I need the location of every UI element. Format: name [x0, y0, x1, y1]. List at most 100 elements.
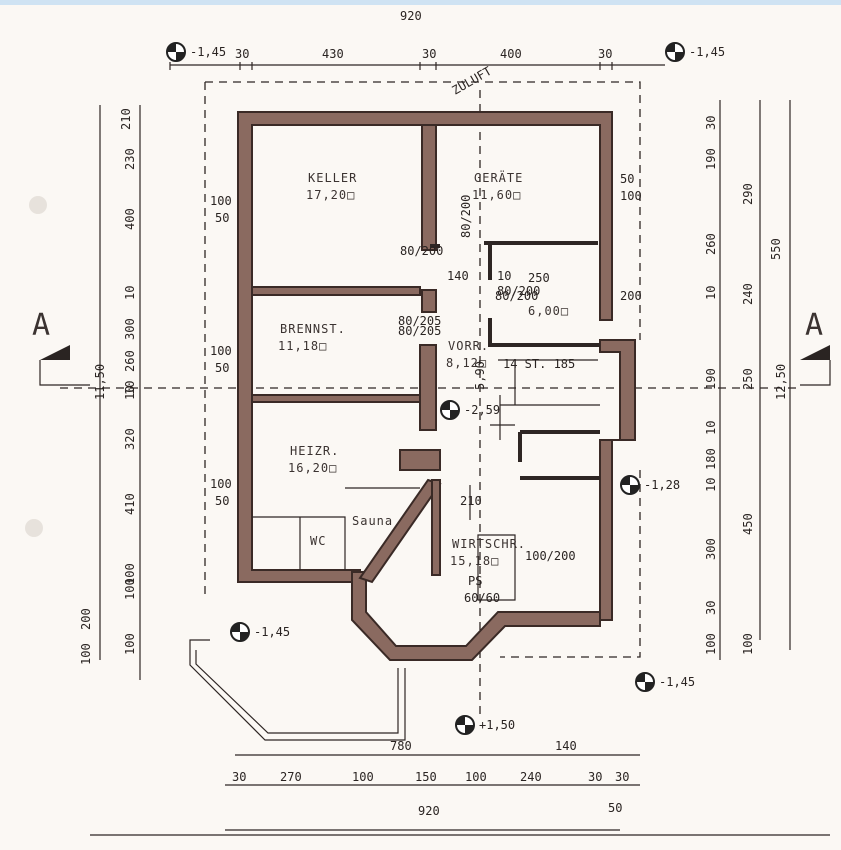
interior-wall [421, 289, 437, 313]
outline-dashed [205, 81, 641, 658]
level-marker-icon [167, 43, 185, 61]
dimension-left: 210 [119, 108, 133, 130]
dimension-top: 30 [598, 47, 612, 61]
dim-lines-bottom [90, 754, 830, 836]
dimension-left: 410 [123, 493, 137, 515]
annotation: PS [468, 574, 482, 588]
level-value: -1,45 [689, 45, 725, 59]
dimension-right: 30 [704, 601, 718, 615]
room-area: 8,12□ [446, 356, 487, 370]
dimension-bottom: 240 [520, 770, 542, 784]
dimension-right: 12,50 [774, 364, 788, 400]
dimension-top: 30 [422, 47, 436, 61]
dimension-bottom: 780 [390, 739, 412, 753]
section-label-left: A [32, 308, 51, 343]
level-marker-icon [621, 476, 639, 494]
dimension-left: 100 [210, 344, 232, 358]
stairs [498, 359, 598, 405]
level-value: -1,45 [254, 625, 290, 639]
room-name: KELLER [308, 171, 357, 185]
dimension-bottom: 30 [588, 770, 602, 784]
bay-wall [351, 571, 601, 661]
dimension-left: 260 [123, 350, 137, 372]
dim-lines-side [99, 100, 791, 680]
interior-wall [431, 479, 441, 576]
section-mark-lines [39, 360, 831, 386]
annotation: 100/200 [525, 549, 576, 563]
dimension-right: 250 [741, 368, 755, 390]
room-area: 6,00□ [528, 304, 569, 318]
door-label: 80/200 [459, 195, 473, 238]
diagonal-wall [358, 478, 442, 584]
dimension-right: 30 [704, 116, 718, 130]
dimension-left: 100 [210, 477, 232, 491]
level-value: -1,28 [644, 478, 680, 492]
dimension-right: 100 [704, 633, 718, 655]
door-label: 80/200 [497, 284, 540, 298]
interior-wall [419, 344, 437, 431]
room-area: 11,60□ [472, 188, 521, 202]
dimension-bottom: 140 [555, 739, 577, 753]
dimension-bottom: 100 [465, 770, 487, 784]
partition-walls [430, 241, 600, 480]
dimension-left: 400 [123, 208, 137, 230]
dimension-right: 290 [741, 183, 755, 205]
dimension-right: 180 [704, 448, 718, 470]
dimension-left: 100 [79, 643, 93, 665]
room-name: WIRTSCHR. [452, 537, 526, 551]
dimension-left: 200 [79, 608, 93, 630]
room-area: 15,18□ [450, 554, 499, 568]
door-label: 80/205 [398, 324, 441, 338]
level-value: +1,50 [479, 718, 515, 732]
room-name: GERÄTE [474, 170, 523, 185]
room-name: BRENNST. [280, 322, 346, 336]
dimension-left: 100 [123, 633, 137, 655]
dimension-right: 240 [741, 283, 755, 305]
dimension-right: 190 [704, 368, 718, 390]
dimension-top: 400 [500, 47, 522, 61]
level-value: -1,45 [190, 45, 226, 59]
dimension-bottom: 270 [280, 770, 302, 784]
annotation: 5,90 [473, 361, 487, 390]
level-marker-icon [456, 716, 474, 734]
dimension-left: 100 [123, 563, 137, 585]
room-name: WC [310, 534, 326, 548]
punch-hole [29, 196, 47, 214]
dimension-right: 300 [704, 538, 718, 560]
dimension-bottom: 920 [418, 804, 440, 818]
room-area: 17,20□ [306, 188, 355, 202]
section-arrow-left [40, 345, 70, 360]
door-label: 80/200 [495, 289, 538, 303]
thin-partitions [252, 395, 600, 601]
chimney [399, 449, 441, 471]
annotation: 250 [528, 271, 550, 285]
dimension-left: 50 [215, 361, 229, 375]
outer-wall [237, 111, 613, 583]
terrace-outline [189, 639, 406, 741]
dimension-left: 50 [215, 494, 229, 508]
level-marker-icon [231, 623, 249, 641]
annotation: 10 [497, 269, 511, 283]
section-arrow-right [800, 345, 830, 360]
level-marker-icon [636, 673, 654, 691]
level-marker-icon [441, 401, 459, 419]
window-top-bar [0, 0, 841, 5]
dimension-bottom: 30 [615, 770, 629, 784]
dimension-right: 550 [769, 238, 783, 260]
dimension-right: 260 [704, 233, 718, 255]
dimension-left: 100 [210, 194, 232, 208]
level-value: -2,59 [464, 403, 500, 417]
door-label: 80/205 [398, 314, 441, 328]
dimension-left: 10 [123, 286, 137, 300]
dimension-left: 100 [123, 578, 137, 600]
dimension-left: 11,50 [93, 364, 107, 400]
dimension-right: 200 [620, 289, 642, 303]
annotation: 14 ST. 185 [503, 357, 575, 371]
room-name: Sauna [352, 514, 393, 528]
interior-wall [421, 124, 437, 251]
dimension-right: 450 [741, 513, 755, 535]
dimension-left: 320 [123, 428, 137, 450]
annotation: ZULUFT [450, 64, 495, 98]
dimension-left: 10 [123, 386, 137, 400]
